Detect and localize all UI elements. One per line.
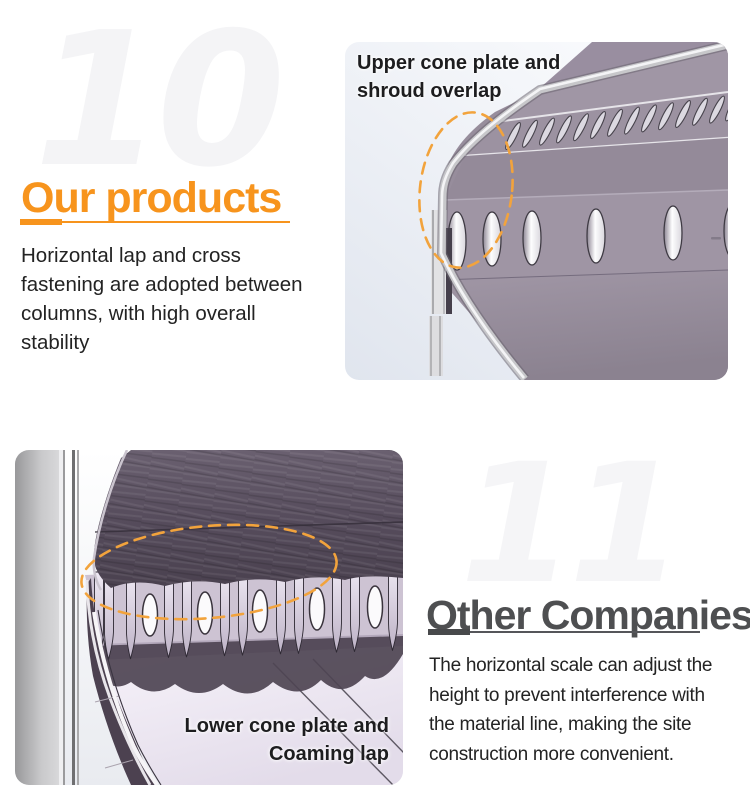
upper-overlap-figure: Upper cone plate and shroud overlap bbox=[345, 42, 728, 380]
cone-model bbox=[429, 42, 728, 380]
description-line: columns, with high overall bbox=[21, 302, 256, 325]
lower-overlap-figure: Lower cone plate and Coaming lap bbox=[15, 450, 403, 785]
watermark-number-11: 11 bbox=[460, 428, 684, 620]
label-line: Upper cone plate and bbox=[357, 52, 561, 74]
label-line: shroud overlap bbox=[357, 80, 502, 102]
highlight-dashed-ellipse bbox=[418, 111, 514, 269]
watermark-number-10: 10 bbox=[34, 0, 285, 208]
description-line: fastening are adopted between bbox=[21, 273, 303, 296]
lower-overlap-label: Lower cone plate and Coaming lap bbox=[185, 712, 389, 768]
orange-divider bbox=[20, 219, 290, 225]
description-line: stability bbox=[21, 331, 90, 354]
lower-overlap-cad-render bbox=[15, 450, 403, 785]
upper-overlap-cad-render bbox=[345, 42, 728, 380]
section-heading-other-companies: Other Companies bbox=[426, 592, 750, 639]
divider-thin-line bbox=[62, 221, 290, 223]
upper-overlap-label: Upper cone plate and shroud overlap bbox=[357, 49, 560, 105]
divider-thick-segment bbox=[20, 219, 62, 225]
cone-model bbox=[85, 450, 403, 785]
description-line: height to prevent interference with bbox=[429, 684, 705, 706]
divider-thin-line bbox=[470, 631, 700, 633]
divider-thick-segment bbox=[428, 629, 470, 635]
description-line: The horizontal scale can adjust the bbox=[429, 655, 713, 676]
description-line: Horizontal lap and cross bbox=[21, 244, 241, 267]
section-heading-our-products: Our products bbox=[21, 173, 282, 222]
label-line: Lower cone plate and bbox=[184, 715, 389, 737]
section-10-description: Horizontal lap and cross fastening are a… bbox=[21, 241, 303, 357]
label-line: Coaming lap bbox=[268, 743, 389, 765]
section-11-description: The horizontal scale can adjust the heig… bbox=[429, 651, 712, 769]
highlight-dashed-ellipse bbox=[80, 523, 338, 621]
gray-divider bbox=[428, 629, 700, 635]
description-line: the material line, making the site bbox=[429, 714, 692, 735]
description-line: construction more convenient. bbox=[429, 743, 674, 765]
